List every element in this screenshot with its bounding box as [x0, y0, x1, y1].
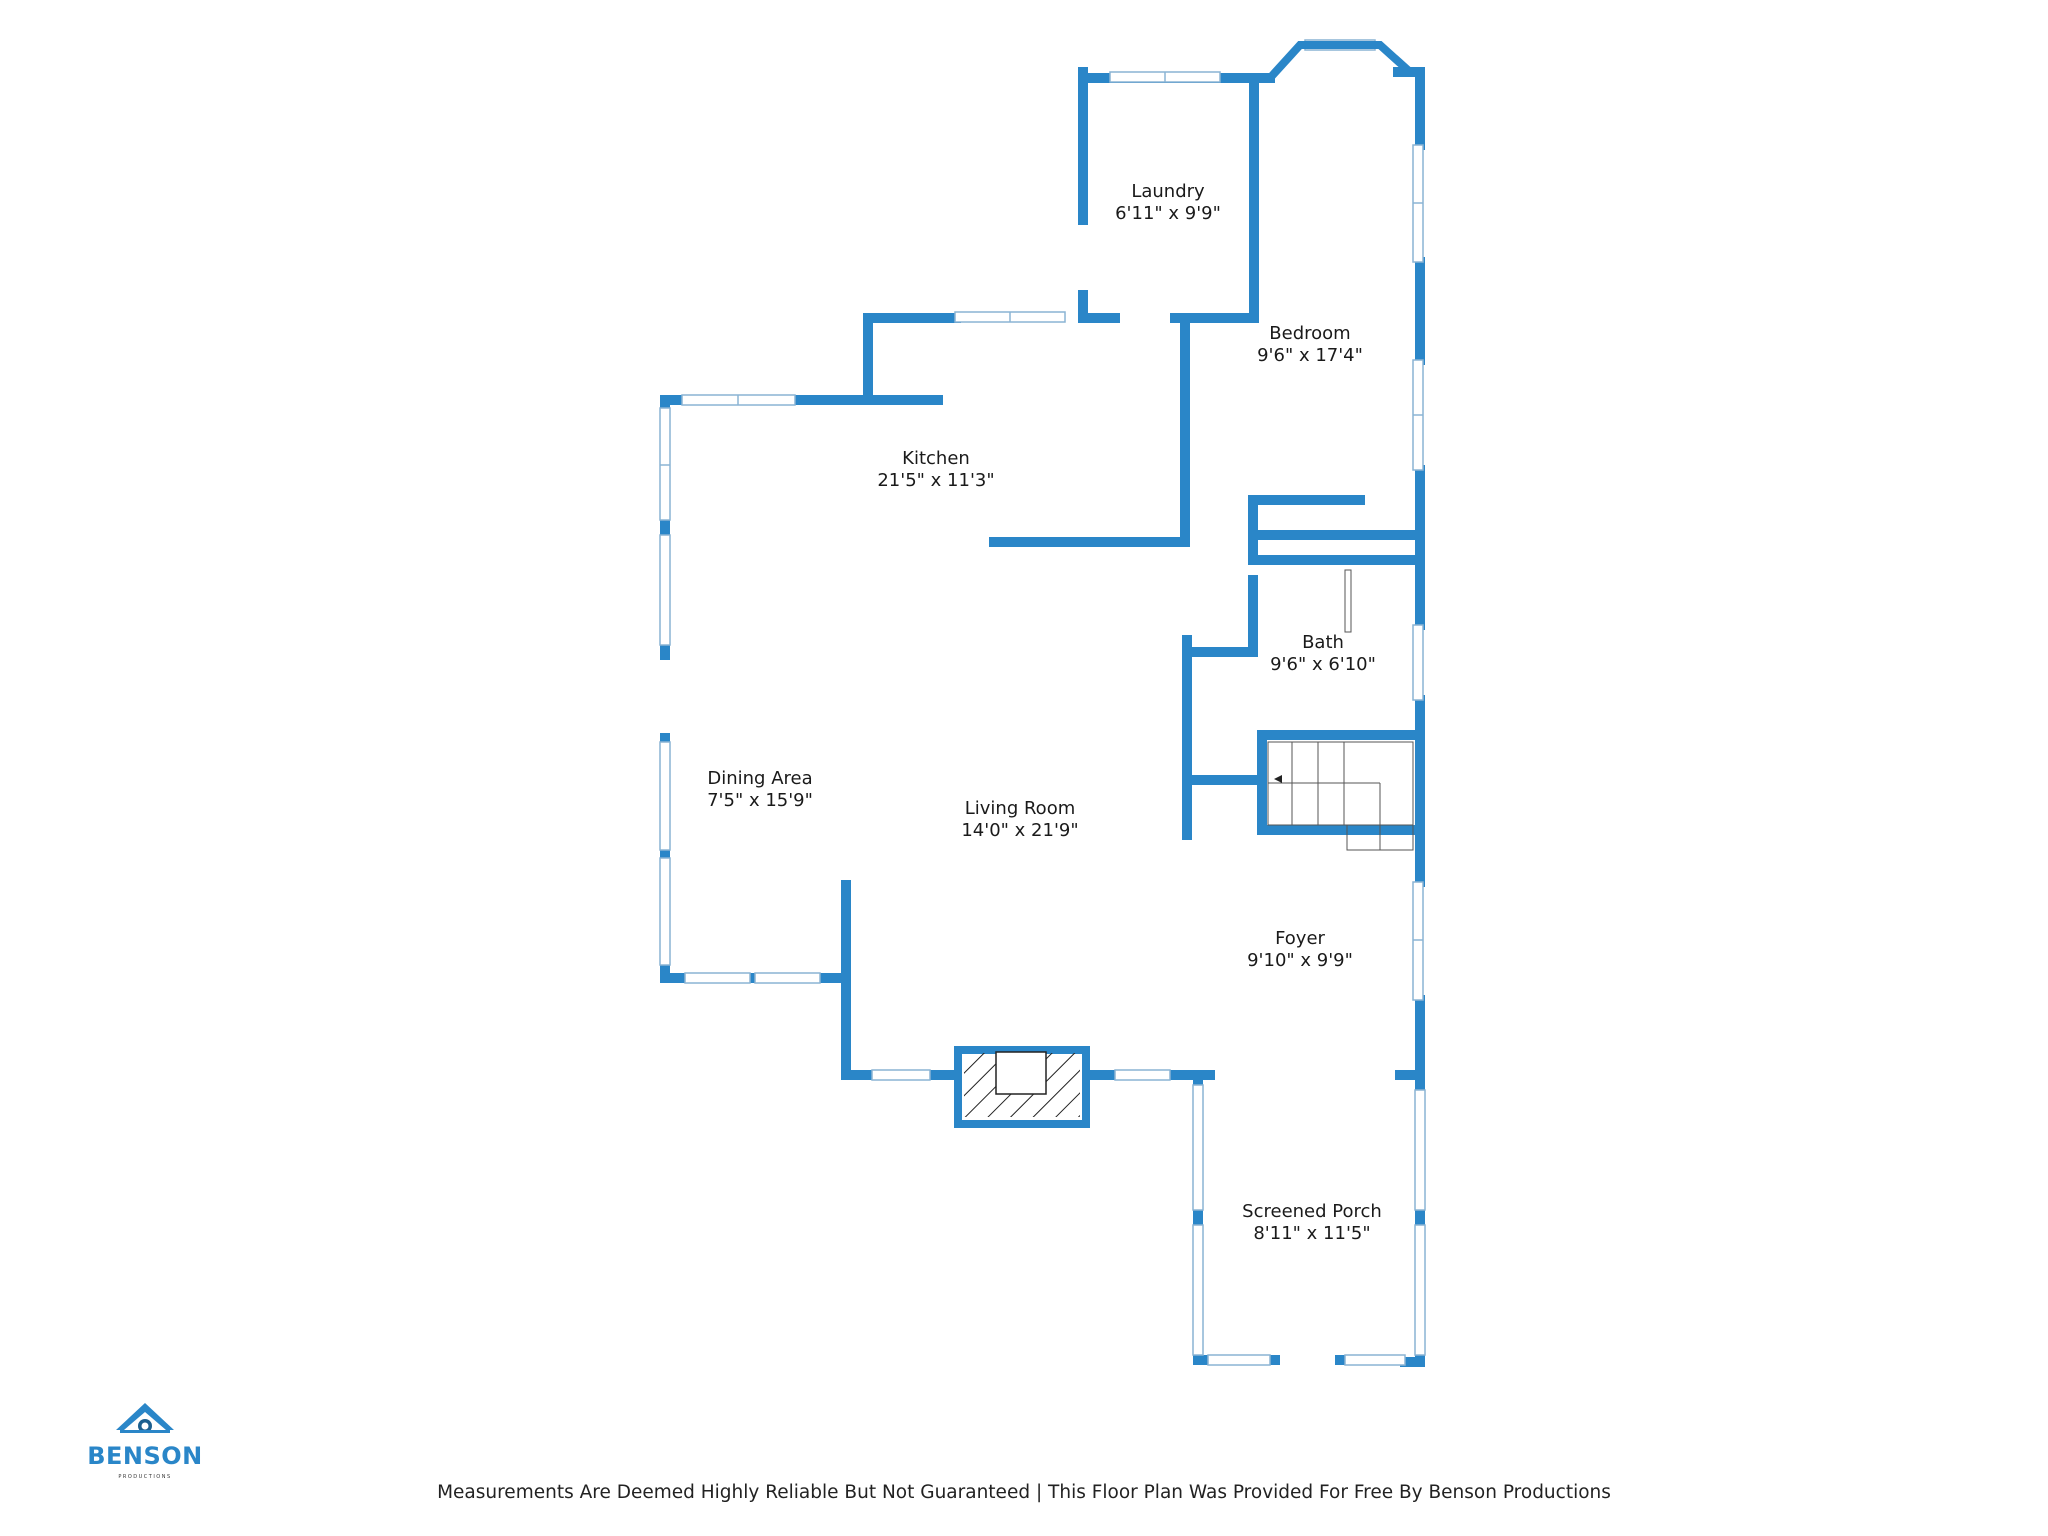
brand-name: BENSON: [87, 1442, 203, 1470]
kitchen-north-wall: [795, 313, 961, 405]
living-name: Living Room: [965, 798, 1076, 819]
brand-logo: BENSON PRODUCTIONS: [80, 1400, 210, 1480]
room-labels: Laundry 6'11" x 9'9" Bedroom 9'6" x 17'4…: [707, 181, 1382, 1244]
bedroom-dims: 9'6" x 17'4": [1257, 345, 1363, 366]
porch-wall: [1193, 1070, 1425, 1367]
porch-dims: 8'11" x 11'5": [1253, 1223, 1370, 1244]
living-dims: 14'0" x 21'9": [961, 820, 1078, 841]
closet-wall: [1184, 495, 1425, 657]
bath-name: Bath: [1302, 632, 1344, 653]
bath-towel-bar: [1344, 569, 1352, 633]
kitchen-name: Kitchen: [902, 448, 970, 469]
foyer-dims: 9'10" x 9'9": [1247, 950, 1353, 971]
staircase: [1267, 741, 1414, 851]
living-south-wall: [841, 880, 1215, 1080]
dining-name: Dining Area: [707, 768, 812, 789]
bedroom-name: Bedroom: [1269, 323, 1350, 344]
walls: [660, 67, 1425, 1367]
porch-name: Screened Porch: [1242, 1201, 1382, 1222]
house-camera-logo-icon: [116, 1403, 174, 1433]
foyer-name: Foyer: [1275, 928, 1325, 949]
disclaimer-text: Measurements Are Deemed Highly Reliable …: [437, 1482, 1611, 1503]
windows: [659, 39, 1426, 1366]
bay-window: [1267, 41, 1413, 81]
bath-wall: [1182, 635, 1425, 840]
laundry-name: Laundry: [1131, 181, 1205, 202]
kitchen-dims: 21'5" x 11'3": [877, 470, 994, 491]
fireplace: [954, 1046, 1090, 1128]
dining-dims: 7'5" x 15'9": [707, 790, 813, 811]
brand-tagline: PRODUCTIONS: [118, 1474, 172, 1480]
laundry-dims: 6'11" x 9'9": [1115, 203, 1221, 224]
bath-dims: 9'6" x 6'10": [1270, 654, 1376, 675]
